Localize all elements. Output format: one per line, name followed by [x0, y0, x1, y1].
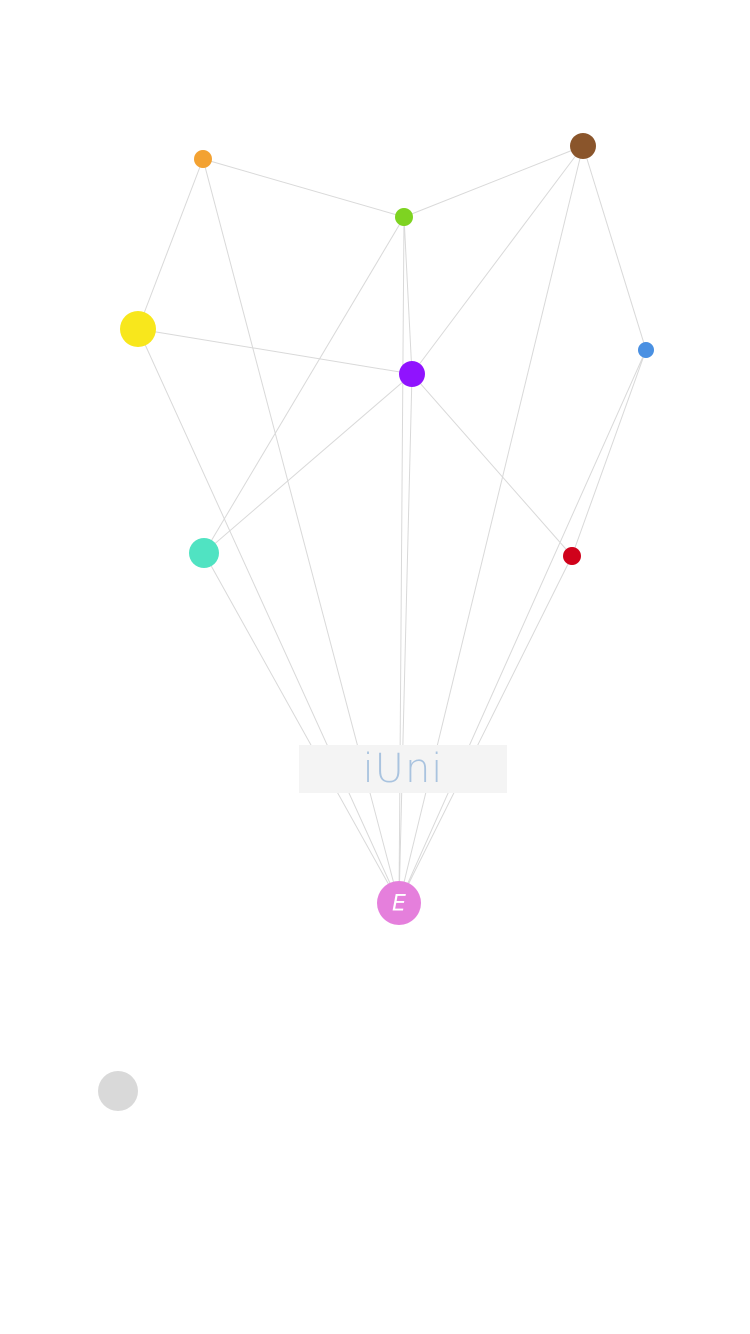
- edge-green-purple: [403, 216, 413, 375]
- node-teal[interactable]: [189, 538, 219, 568]
- edge-brown-purple: [411, 145, 584, 375]
- edge-purple-teal: [203, 373, 413, 554]
- node-purple[interactable]: [399, 361, 425, 387]
- node-center[interactable]: [377, 881, 421, 925]
- edge-blue-red: [571, 349, 647, 557]
- edge-orange-yellow: [137, 158, 204, 330]
- node-blue[interactable]: [638, 342, 654, 358]
- edge-orange-green: [202, 158, 405, 218]
- node-red[interactable]: [563, 547, 581, 565]
- graph-edges: [137, 145, 647, 904]
- floating-action-button[interactable]: [98, 1071, 138, 1111]
- node-green[interactable]: [395, 208, 413, 226]
- edge-brown-blue: [582, 145, 647, 351]
- edge-purple-center: [398, 373, 413, 904]
- node-orange[interactable]: [194, 150, 212, 168]
- node-yellow[interactable]: [120, 311, 156, 347]
- edge-green-teal: [203, 216, 405, 554]
- brand-box: iUni: [299, 745, 507, 793]
- edge-yellow-center: [137, 328, 400, 904]
- graph-nodes: [120, 133, 654, 925]
- node-brown[interactable]: [570, 133, 596, 159]
- edge-teal-center: [203, 552, 400, 904]
- edge-red-center: [398, 555, 573, 904]
- edge-purple-red: [411, 373, 573, 557]
- edge-brown-green: [403, 145, 584, 218]
- brand-title: iUni: [362, 746, 444, 792]
- edge-blue-center: [398, 349, 647, 904]
- edge-yellow-purple: [137, 328, 413, 375]
